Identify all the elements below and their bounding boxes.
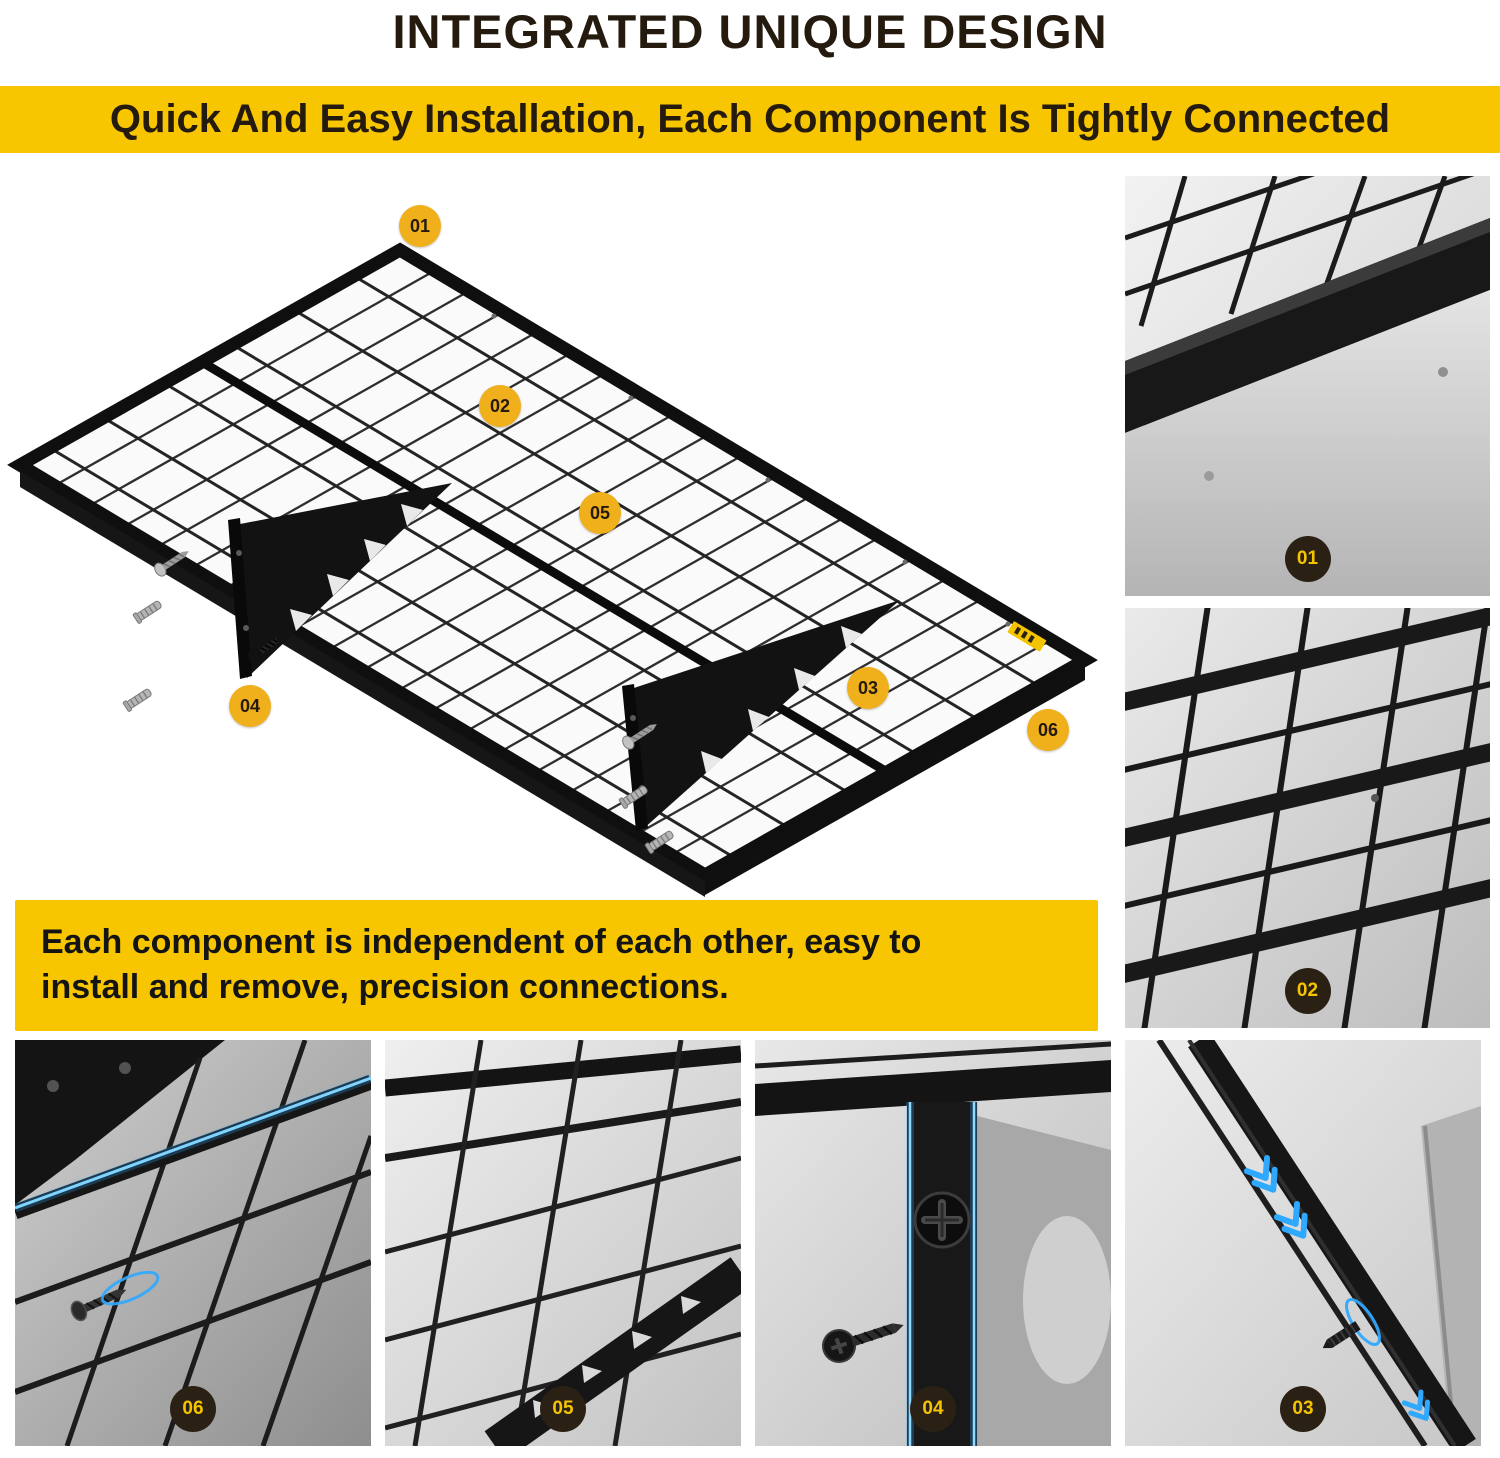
bolt-icon bbox=[1322, 1298, 1381, 1349]
grid-connection-image bbox=[15, 1040, 371, 1446]
chevron-arrows-icon bbox=[1243, 1155, 1431, 1421]
photo-badge-04: 04 bbox=[910, 1386, 956, 1432]
bracket-grid-image bbox=[385, 1040, 741, 1446]
callout-03: 03 bbox=[847, 667, 889, 709]
screw-icon bbox=[70, 1270, 160, 1322]
photo-underside-grid: 02 bbox=[1125, 608, 1490, 1028]
brand-tag bbox=[1007, 621, 1047, 652]
callout-01: 01 bbox=[399, 205, 441, 247]
photo-frame-corner: 01 bbox=[1125, 176, 1490, 596]
callout-06: 06 bbox=[1027, 709, 1069, 751]
shelf-panel bbox=[7, 242, 1098, 897]
wall-bracket-left bbox=[228, 483, 452, 679]
callout-04: 04 bbox=[229, 685, 271, 727]
photo-badge-06: 06 bbox=[170, 1386, 216, 1432]
callout-02: 02 bbox=[479, 385, 521, 427]
underside-grid-image bbox=[1125, 608, 1490, 1028]
shelf-exploded-diagram: 01 02 05 04 03 06 bbox=[0, 158, 1110, 900]
shelf-illustration bbox=[7, 242, 1098, 897]
description-box: Each component is independent of each ot… bbox=[15, 900, 1098, 1031]
photo-channel-bolt: 03 bbox=[1125, 1040, 1481, 1446]
photo-badge-02: 02 bbox=[1284, 968, 1331, 1014]
frame-corner-image bbox=[1125, 176, 1490, 596]
photo-grid-connection: 06 bbox=[15, 1040, 371, 1446]
screw-icon bbox=[822, 1323, 904, 1363]
callout-05: 05 bbox=[579, 492, 621, 534]
headline-banner: Quick And Easy Installation, Each Compon… bbox=[0, 86, 1500, 153]
photo-badge-05: 05 bbox=[540, 1386, 586, 1432]
photo-badge-03: 03 bbox=[1280, 1386, 1326, 1432]
wall-bracket-screw-image bbox=[755, 1040, 1111, 1446]
page-title: INTEGRATED UNIQUE DESIGN bbox=[392, 5, 1108, 58]
photo-badge-01: 01 bbox=[1284, 536, 1331, 582]
channel-bolt-image bbox=[1125, 1040, 1481, 1446]
photo-wall-bracket-screw: 04 bbox=[755, 1040, 1111, 1446]
photo-bracket-grid: 05 bbox=[385, 1040, 741, 1446]
